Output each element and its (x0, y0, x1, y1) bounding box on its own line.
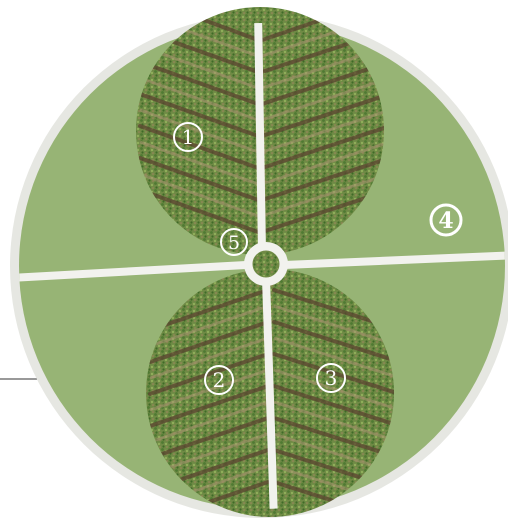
zone-label-1-text: 1 (182, 125, 195, 149)
zone-label-4-text: 4 (438, 208, 453, 234)
path-top (258, 10, 262, 252)
zone-label-2-text: 2 (213, 368, 226, 392)
central-hub-planter (253, 251, 279, 277)
zone-label-5-text: 5 (228, 232, 240, 254)
zone-label-3-text: 3 (325, 366, 338, 390)
